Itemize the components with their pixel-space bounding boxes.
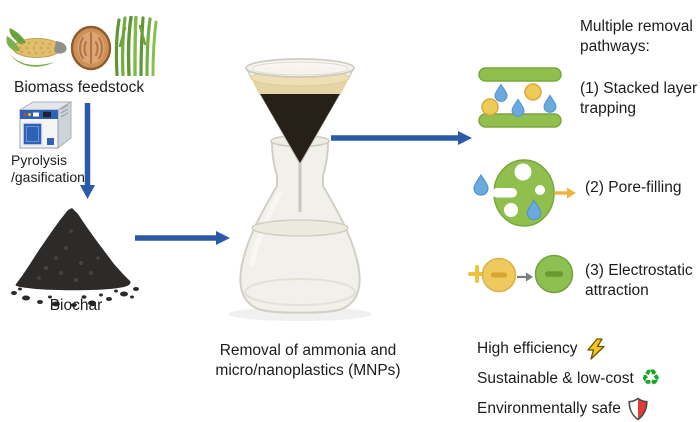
- flask-caption: Removal of ammonia and micro/nanoplastic…: [215, 342, 401, 379]
- biomass-feedstock-label: Biomass feedstock: [14, 79, 145, 96]
- pyrolysis-gasification-label: Pyrolysis /gasification: [11, 152, 85, 185]
- pathway-label-3: (3) Electrostatic attraction: [585, 262, 693, 299]
- shield-icon: [628, 397, 648, 421]
- corn-icon: [6, 28, 67, 67]
- walnut-icon: [70, 25, 112, 71]
- benefit-row-environment: Environmentally safe: [477, 397, 648, 421]
- benefit-row-sustainable: Sustainable & low-cost ♻: [477, 367, 661, 391]
- pyrolysis-machine-icon: [18, 101, 73, 150]
- pathway-label-1: (1) Stacked layer trapping: [580, 80, 698, 117]
- biochar-pile-icon: [11, 208, 139, 307]
- benefit-label: Sustainable & low-cost: [477, 370, 634, 387]
- benefit-label: High efficiency: [477, 340, 578, 357]
- pore-filling-icon: [473, 159, 576, 227]
- stacked-layer-trapping-icon: [478, 67, 562, 128]
- biochar-label: Biochar: [49, 297, 103, 314]
- pathway-label-2: (2) Pore-filling: [585, 179, 682, 196]
- funnel-flask-illustration: [228, 58, 372, 321]
- recycle-icon: ♻: [640, 366, 661, 391]
- grass-icon: [114, 16, 158, 76]
- benefit-row-high-efficiency: High efficiency: [477, 337, 607, 361]
- benefit-label: Environmentally safe: [477, 400, 621, 417]
- removal-pathways-heading: Multiple removal pathways:: [580, 18, 693, 55]
- electrostatic-attraction-icon: [468, 254, 574, 294]
- lightning-icon: [586, 338, 605, 360]
